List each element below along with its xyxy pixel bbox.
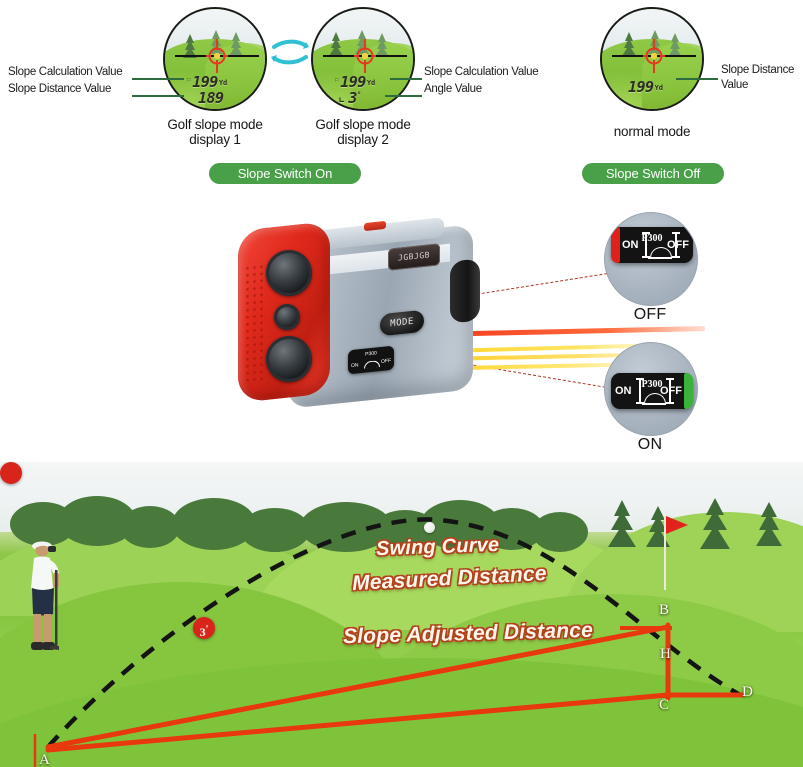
badge-slope-switch-on: Slope Switch On	[209, 163, 361, 184]
status-led-red	[611, 227, 620, 263]
caption-line-2: display 1	[189, 132, 241, 147]
conifer-icon	[700, 498, 730, 767]
switch-divider-left	[636, 378, 644, 404]
switch-on-label: ON	[615, 385, 632, 397]
leader-line	[390, 78, 422, 80]
caption-line-1: Golf slope mode	[167, 117, 263, 132]
point-label-C: C	[659, 697, 670, 713]
caption-display-2: Golf slope mode display 2	[298, 117, 428, 147]
bidirectional-arrow-icon	[270, 38, 310, 66]
normal-primary-readout: 199Yd	[628, 78, 664, 96]
switch-model-label: P300	[641, 379, 663, 390]
leader-line	[132, 78, 184, 80]
status-led-green	[684, 373, 693, 409]
flag-icon: ⚐	[335, 76, 340, 84]
switch-divider-left	[642, 232, 650, 258]
golf-slope-mode-display-2: ⚐199Yd ∟3°	[311, 7, 415, 111]
reticle-icon	[205, 39, 229, 73]
callout-line-2: Value	[721, 79, 749, 91]
switch-plate-off: P300 ON OFF	[611, 227, 693, 263]
laser-emitter-lens	[274, 304, 300, 330]
tree-icon	[183, 34, 197, 58]
flag-icon: ⚐	[187, 76, 192, 84]
switch-state-on: P300 ON OFF	[604, 342, 698, 436]
callout-slope-calculation-value: Slope Calculation Value	[8, 66, 123, 78]
caption-line-1: Golf slope mode	[315, 117, 411, 132]
switch-plate-on: P300 ON OFF	[611, 373, 693, 409]
switch-state-off: P300 ON OFF	[604, 212, 698, 306]
switch-off-label: OFF	[667, 239, 689, 251]
mode-button-label: MODE	[390, 316, 414, 330]
tree-canopy	[532, 512, 588, 552]
tree-icon	[329, 32, 343, 56]
switch-model-label: P300	[641, 233, 663, 244]
degree-symbol: °	[205, 624, 209, 632]
callout-slope-calculation-value-2: Slope Calculation Value	[424, 66, 539, 78]
tree-icon	[229, 32, 243, 56]
display1-secondary-readout: 189	[198, 89, 224, 107]
conifer-icon	[756, 502, 782, 767]
flag-icon	[666, 516, 688, 534]
slope-hill-base	[648, 257, 672, 259]
slope-hill-base	[642, 403, 666, 405]
leader-line	[132, 95, 184, 97]
callout-slope-distance-value: Slope Distance Value	[8, 83, 112, 95]
display2-secondary-readout: ∟3°	[339, 89, 362, 107]
angle-number: 3	[199, 625, 206, 639]
tree-canopy	[120, 506, 180, 548]
angle-value-badge: 3°	[193, 617, 215, 639]
switch-off-label: OFF	[660, 385, 682, 397]
tree-icon	[668, 33, 682, 57]
badge-slope-switch-off: Slope Switch Off	[582, 163, 724, 184]
objective-lens-bottom	[266, 336, 312, 382]
point-label-A: A	[39, 752, 50, 767]
caption-normal-mode: normal mode	[613, 124, 691, 139]
bubble-caption-off: OFF	[633, 306, 667, 323]
objective-lens-top	[266, 250, 312, 296]
point-label-H: H	[660, 646, 671, 662]
golf-slope-mode-display-1: ⚐199Yd 189	[163, 7, 267, 111]
tree-icon	[622, 32, 636, 56]
mode-button[interactable]: MODE	[380, 309, 424, 337]
golf-ball	[424, 522, 435, 533]
display1-primary-readout: ⚐199Yd	[187, 73, 228, 91]
reticle-icon	[353, 39, 377, 73]
reticle-icon	[642, 39, 666, 73]
point-label-B: B	[659, 602, 670, 618]
leader-line	[676, 78, 718, 80]
switch-divider-right	[672, 232, 680, 258]
angle-icon: ∟	[339, 96, 345, 106]
callout-angle-value: Angle Value	[424, 83, 482, 95]
device-section: JGBJGB MODE ON OFF P300 P300 ON OFF OFF	[0, 200, 803, 462]
grip-texture	[244, 262, 266, 386]
switch-divider-right	[666, 378, 674, 404]
slope-hill-icon	[364, 360, 380, 369]
switch-off-label-small: OFF	[381, 357, 391, 365]
switch-on-label: ON	[622, 239, 639, 251]
slope-switch[interactable]: ON OFF P300	[348, 345, 394, 375]
callout-line-1: Slope Distance	[721, 64, 795, 76]
callout-slope-distance-value-2: Slope Distance Value	[721, 63, 794, 93]
tree-icon	[375, 33, 389, 57]
flagpole	[664, 516, 666, 590]
eyepiece	[450, 258, 480, 324]
bubble-caption-on: ON	[637, 436, 663, 453]
rangefinder-device: JGBJGB MODE ON OFF P300	[228, 216, 480, 416]
caption-display-1: Golf slope mode display 1	[150, 117, 280, 147]
measurement-overlay	[33, 517, 745, 767]
display2-primary-readout: ⚐199Yd	[335, 73, 376, 91]
conifer-icon	[608, 500, 636, 767]
point-label-D: D	[742, 684, 753, 700]
displays-section: ⚐199Yd 189	[0, 0, 803, 200]
golf-course-diagram: Swing Curve Measured Distance Slope Adju…	[0, 462, 803, 767]
golfer-figure	[22, 534, 70, 660]
angle-badge	[0, 462, 22, 484]
normal-mode-display: 199Yd	[600, 7, 704, 111]
caption-line-2: display 2	[337, 132, 389, 147]
swing-curve-label: Swing Curve	[375, 533, 500, 561]
leader-line	[385, 95, 422, 97]
tree-canopy	[240, 508, 310, 552]
switch-on-label-small: ON	[351, 362, 359, 370]
